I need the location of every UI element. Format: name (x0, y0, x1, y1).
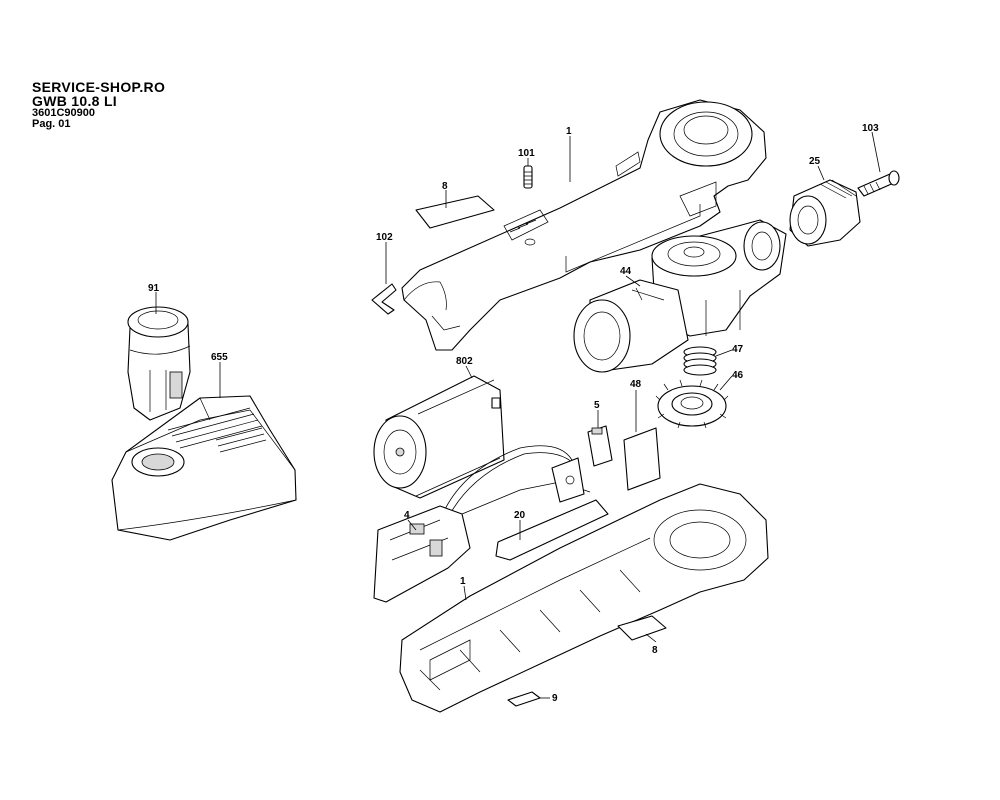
spring-part-47 (683, 346, 717, 376)
callout-5: 5 (594, 400, 600, 411)
callout-46: 46 (732, 370, 744, 381)
upper-housing-part-1 (401, 99, 767, 351)
lower-housing-part-1 (399, 483, 769, 713)
leader-lines (155, 131, 881, 699)
gearhead-assembly (651, 219, 787, 337)
callout-25: 25 (809, 156, 821, 167)
callout-8-top: 8 (442, 181, 448, 192)
callout-labels: 91 655 8 101 1 102 103 25 44 802 47 46 4… (148, 123, 879, 704)
motor-part-802 (373, 375, 505, 499)
screw-part-101 (523, 165, 533, 189)
callout-655: 655 (211, 352, 228, 363)
charger-part-655 (111, 395, 297, 541)
pad-part-48 (623, 427, 661, 491)
screw-part-103 (857, 170, 900, 197)
grip-pad-part-20 (495, 499, 609, 561)
callout-1-bottom: 1 (460, 576, 466, 587)
callout-101: 101 (518, 148, 535, 159)
page-number: Pag. 01 (32, 118, 71, 130)
part-number: 3601C90900 (32, 107, 96, 119)
callout-8-bottom: 8 (652, 645, 658, 656)
callout-103: 103 (862, 123, 879, 134)
callout-102: 102 (376, 232, 393, 243)
callout-48: 48 (630, 379, 642, 390)
callout-44: 44 (620, 266, 632, 277)
wire-harness (439, 445, 591, 527)
battery-pack-part-91 (127, 306, 191, 421)
chuck-part-25 (789, 179, 861, 247)
callout-47: 47 (732, 344, 744, 355)
label-plate-part-8-bottom (617, 615, 667, 641)
label-plate-part-8-top (415, 195, 495, 229)
callout-802: 802 (456, 356, 473, 367)
callout-4: 4 (404, 510, 410, 521)
shop-title: SERVICE-SHOP.RO (32, 79, 166, 95)
callout-91: 91 (148, 283, 160, 294)
callout-1-top: 1 (566, 126, 572, 137)
clip-part-102 (371, 283, 397, 315)
electronics-board-part-4 (373, 505, 471, 603)
model-name: GWB 10.8 LI (32, 93, 117, 109)
diagram-header: SERVICE-SHOP.RO GWB 10.8 LI 3601C90900 P… (32, 80, 165, 130)
callout-20: 20 (514, 510, 526, 521)
callout-9: 9 (552, 693, 558, 704)
label-part-9 (507, 691, 541, 707)
motor-housing-part-44 (573, 279, 689, 373)
gear-ring-part-46 (655, 379, 729, 429)
switch-part-5 (587, 425, 613, 467)
